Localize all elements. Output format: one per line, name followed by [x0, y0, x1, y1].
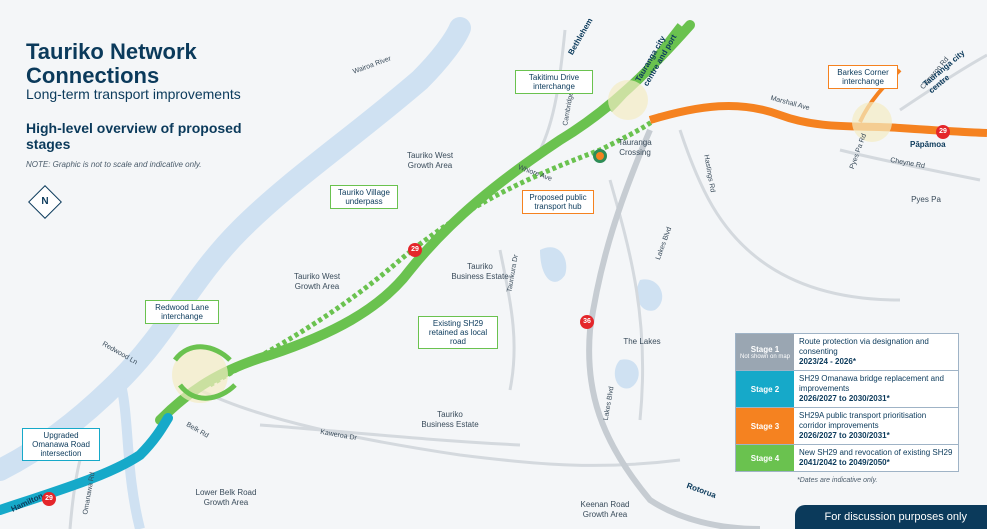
legend-stage-2-text: SH29 Omanawa bridge replacement and impr… [799, 374, 944, 393]
callout-existing-sh29: Existing SH29 retained as local road [418, 316, 498, 349]
area-tauriko-business-top: Tauriko Business Estate [451, 262, 509, 281]
barkes-halo [852, 102, 892, 142]
legend-stage-3-desc: SH29A public transport prioritisation co… [794, 408, 958, 444]
road-taurikura [498, 249, 516, 391]
road-belk [199, 388, 681, 467]
sh29-shield-a: 29 [408, 243, 422, 257]
area-pyes-pa: Pyes Pa [911, 195, 941, 204]
legend-row-stage-3: Stage 3 SH29A public transport prioritis… [736, 408, 958, 445]
stage-legend: Stage 1 Not shown on map Route protectio… [735, 333, 959, 472]
legend-stage-1-swatch: Stage 1 Not shown on map [736, 334, 794, 370]
dates-note: *Dates are indicative only. [797, 477, 878, 484]
redwood-ramps [173, 344, 237, 401]
road-cambridge [538, 29, 567, 151]
area-tauranga-crossing: Tauranga Crossing [618, 138, 652, 157]
wairoa-river [0, 17, 471, 481]
lake-3 [614, 359, 639, 389]
legend-stage-3-swatch: Stage 3 [736, 408, 794, 444]
area-tauriko-business-bottom: Tauriko Business Estate [421, 410, 479, 429]
callout-omanawa: Upgraded Omanawa Road intersection [22, 428, 100, 461]
area-lower-belk: Lower Belk Road Growth Area [195, 488, 257, 507]
transport-hub-icon [593, 149, 607, 163]
legend-stage-4-desc: New SH29 and revocation of existing SH29… [794, 445, 958, 471]
page-subtitle-bold: High-level overview of proposed stages [26, 120, 242, 152]
takitimu-halo [608, 80, 648, 120]
legend-stage-2-swatch: Stage 2 [736, 371, 794, 407]
lake-2 [636, 279, 663, 311]
legend-stage-4-label: Stage 4 [750, 453, 780, 463]
sh29-shield-c: 29 [936, 125, 950, 139]
area-keenan-road: Keenan Road Growth Area [580, 500, 630, 519]
page-title: Tauriko Network Connections [26, 39, 197, 88]
legend-stage-1-dates: 2023/24 - 2026* [799, 357, 856, 366]
legend-stage-3-text: SH29A public transport prioritisation co… [799, 411, 927, 430]
area-tauriko-west-top: Tauriko West Growth Area [406, 151, 454, 170]
road-hastings [678, 129, 901, 302]
legend-stage-3-label: Stage 3 [750, 421, 780, 431]
legend-stage-1-sub: Not shown on map [739, 353, 791, 360]
legend-stage-2-desc: SH29 Omanawa bridge replacement and impr… [794, 371, 958, 407]
legend-stage-1-desc: Route protection via designation and con… [794, 334, 958, 370]
wairoa-river-branch [115, 378, 145, 529]
stage2-line [0, 413, 173, 515]
callout-public-transport: Proposed public transport hub [522, 190, 594, 214]
legend-stage-4-text: New SH29 and revocation of existing SH29 [799, 448, 953, 457]
legend-row-stage-1: Stage 1 Not shown on map Route protectio… [736, 334, 958, 371]
north-label: N [41, 196, 49, 207]
area-tauriko-west-mid: Tauriko West Growth Area [293, 272, 341, 291]
legend-stage-2-dates: 2026/2027 to 2030/2031* [799, 394, 890, 403]
area-the-lakes: The Lakes [623, 337, 661, 346]
road-kaweroa [259, 423, 521, 447]
legend-row-stage-4: Stage 4 New SH29 and revocation of exist… [736, 445, 958, 471]
sh36-shield: 36 [580, 315, 594, 329]
existing-sh29-line [208, 113, 662, 388]
discussion-footer: For discussion purposes only [794, 505, 987, 529]
scale-note: NOTE: Graphic is not to scale and indica… [26, 160, 202, 169]
sh36-road [586, 128, 761, 529]
legend-stage-3-dates: 2026/2027 to 2030/2031* [799, 431, 890, 440]
road-omanawa [68, 459, 82, 529]
callout-barkes: Barkes Corner interchange [828, 65, 898, 89]
local-roads [68, 29, 987, 529]
sh29-shield-b: 29 [42, 492, 56, 506]
dir-papamoa: Pāpāmoa [910, 140, 946, 149]
legend-stage-4-swatch: Stage 4 [736, 445, 794, 471]
lake-1 [540, 247, 567, 282]
legend-stage-2-label: Stage 2 [750, 384, 780, 394]
callout-redwood: Redwood Lane interchange [145, 300, 219, 324]
legend-stage-4-dates: 2041/2042 to 2049/2050* [799, 458, 890, 467]
road-cameron [899, 53, 987, 112]
legend-row-stage-2: Stage 2 SH29 Omanawa bridge replacement … [736, 371, 958, 408]
legend-stage-1-label: Stage 1 [750, 344, 780, 354]
page-subtitle: Long-term transport improvements [26, 86, 241, 102]
callout-takitimu: Takitimu Drive interchange [515, 70, 593, 94]
legend-stage-1-text: Route protection via designation and con… [799, 337, 929, 356]
road-cheyne [839, 148, 981, 182]
callout-tauriko-village: Tauriko Village underpass [330, 185, 398, 209]
new-sh29-line [155, 20, 695, 425]
